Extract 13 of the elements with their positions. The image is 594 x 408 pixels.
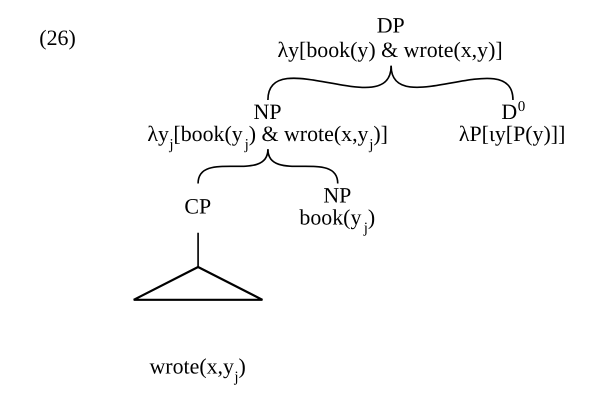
connector (197, 149, 269, 184)
label: (26) (39, 24, 76, 50)
node-text: NP book(y$_{j}$) (299, 182, 376, 236)
node-text: NP λy$_{j}$[book(y$_{j}$) & wrote(x,y$_{j}$)] (147, 98, 388, 153)
node-text: DP λy[book(y) & wrote(x,y)] (277, 12, 503, 62)
node-triangle (132, 266, 264, 301)
connector (267, 66, 392, 100)
node-text: CP (184, 193, 212, 218)
connector (197, 232, 199, 267)
node-text: D$^{0}$ λP[ιy[P(y)]] (458, 98, 566, 146)
node-label: wrote(x,y$_{j}$) (149, 353, 246, 386)
connector (267, 149, 339, 184)
connector (390, 66, 514, 100)
